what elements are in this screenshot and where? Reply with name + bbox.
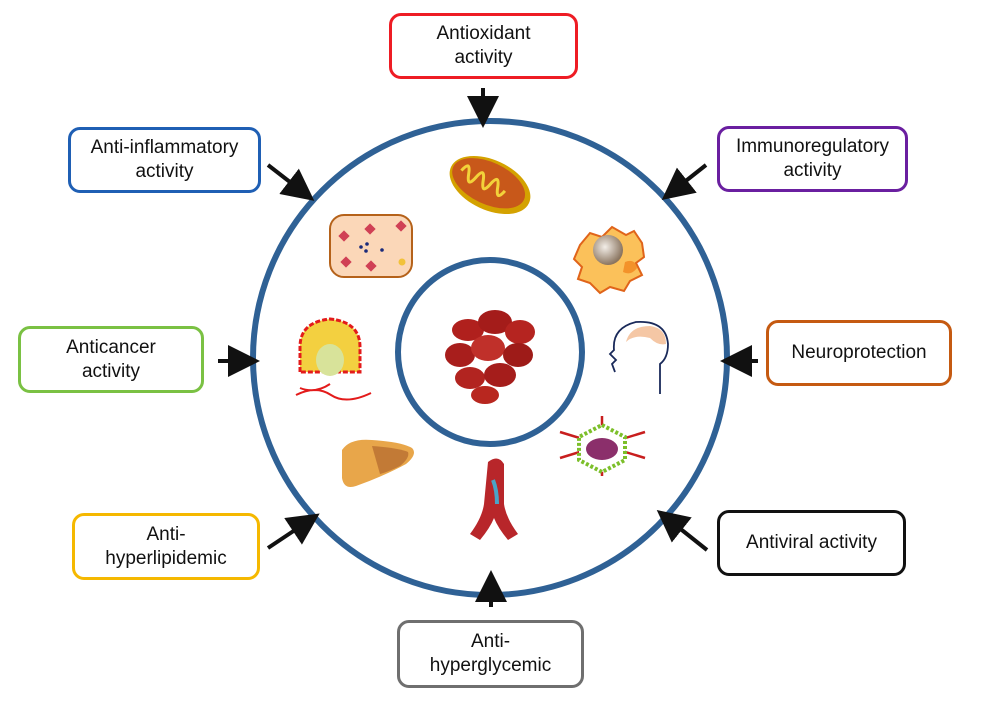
antiinflammatory-activity-label: Anti-inflammatory activity: [90, 137, 239, 182]
antiinflammatory-activity-box: Anti-inflammatory activity: [68, 127, 261, 193]
macrophage-cell-icon: [572, 225, 646, 295]
inflamed-cell-icon: [329, 214, 413, 278]
arrow-immunoregulatory: [661, 163, 708, 200]
antioxidant-activity-box: Antioxidant activity: [389, 13, 578, 79]
jujube-fruits-icon: [445, 310, 535, 404]
virus-icon: [559, 416, 646, 476]
antihyperglycemic-label: Anti- hyperglycemic: [429, 631, 552, 676]
neuroprotection-box: Neuroprotection: [766, 320, 952, 386]
neuroprotection-label: Neuroprotection: [791, 342, 927, 363]
inner-ring: [395, 257, 585, 447]
anticancer-activity-box: Anticancer activity: [18, 326, 204, 393]
antihyperlipidemic-box: Anti- hyperlipidemic: [72, 513, 260, 580]
arrow-antiinflammatory: [266, 163, 315, 201]
arrow-antihyperlipidemic: [266, 513, 320, 550]
liver-icon: [342, 439, 414, 487]
antiviral-activity-box: Antiviral activity: [717, 510, 906, 576]
immunoregulatory-activity-label: Immunoregulatory activity: [735, 136, 890, 181]
mitochondrion-icon: [449, 155, 531, 215]
arrow-antiviral: [656, 510, 709, 552]
head-brain-icon: [608, 321, 669, 394]
blood-vessel-icon: [470, 458, 518, 540]
anticancer-activity-label: Anticancer activity: [66, 336, 156, 382]
antiviral-activity-label: Antiviral activity: [746, 532, 877, 553]
immunoregulatory-activity-box: Immunoregulatory activity: [717, 126, 908, 192]
antihyperlipidemic-label: Anti- hyperlipidemic: [105, 523, 227, 569]
antihyperglycemic-box: Anti- hyperglycemic: [397, 620, 584, 688]
antioxidant-activity-label: Antioxidant activity: [436, 23, 531, 68]
tumor-tissue-icon: [295, 317, 372, 401]
